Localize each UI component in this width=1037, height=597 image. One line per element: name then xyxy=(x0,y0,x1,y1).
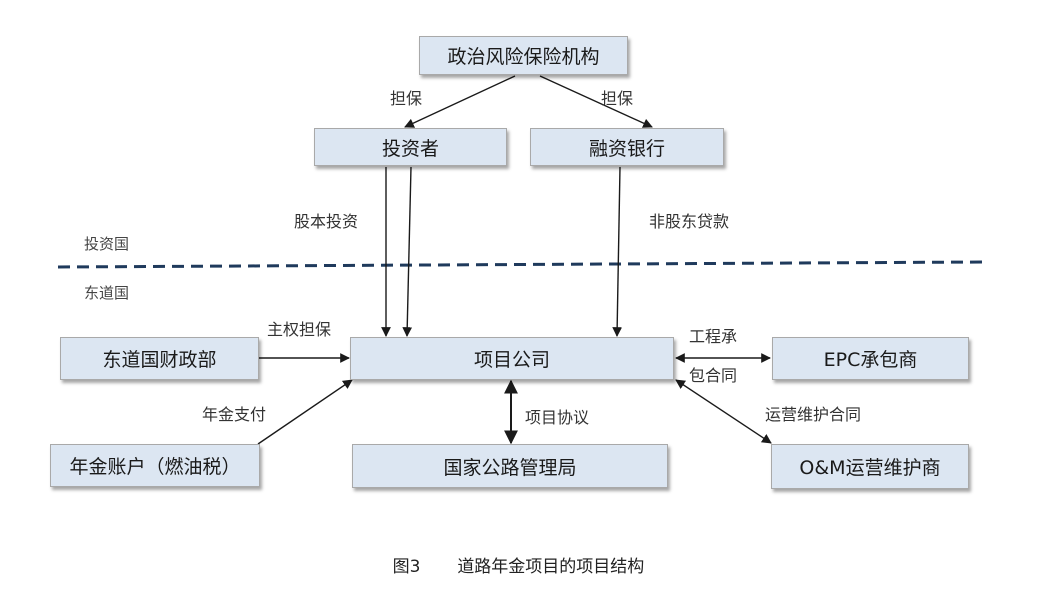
node-financing-bank: 融资银行 xyxy=(530,128,724,166)
node-om-operator: O&M运营维护商 xyxy=(771,444,969,489)
edge-insurer-bank xyxy=(539,75,653,128)
label-project-agreement: 项目协议 xyxy=(525,408,590,427)
caption-title: 道路年金项目的项目结构 xyxy=(457,557,645,577)
edge-investor-project-b xyxy=(402,166,413,337)
label-equity-investment: 股本投资 xyxy=(294,212,359,231)
node-political-risk-insurer: 政治风险保险机构 xyxy=(419,36,628,75)
region-label-host-country: 东道国 xyxy=(84,284,130,302)
node-epc-contractor: EPC承包商 xyxy=(772,337,969,380)
edge-insurer-investor xyxy=(404,75,516,128)
label-guarantee-right: 担保 xyxy=(601,89,634,108)
label-guarantee-left: 担保 xyxy=(390,89,423,108)
label-non-shareholder-loan: 非股东贷款 xyxy=(649,212,730,231)
caption-number: 图3 xyxy=(392,557,421,577)
node-investor: 投资者 xyxy=(314,128,507,166)
label-epc-contract-line2: 包合同 xyxy=(689,366,738,385)
edge-bank-project xyxy=(612,166,623,337)
label-pension-payment: 年金支付 xyxy=(202,405,267,424)
figure-caption: 图3 道路年金项目的项目结构 xyxy=(0,552,1037,577)
node-pension-account: 年金账户（燃油税） xyxy=(50,444,260,487)
node-project-company: 项目公司 xyxy=(350,337,674,380)
node-finance-ministry: 东道国财政部 xyxy=(60,337,259,380)
region-label-investor-country: 投资国 xyxy=(84,235,130,253)
country-border-line xyxy=(57,260,983,269)
node-highway-authority: 国家公路管理局 xyxy=(352,444,668,488)
edge-pension-project xyxy=(257,379,353,445)
edge-project-om xyxy=(675,379,772,444)
label-epc-contract-line1: 工程承 xyxy=(689,327,738,346)
label-sovereign-guarantee: 主权担保 xyxy=(267,320,332,339)
label-om-contract: 运营维护合同 xyxy=(765,405,862,424)
